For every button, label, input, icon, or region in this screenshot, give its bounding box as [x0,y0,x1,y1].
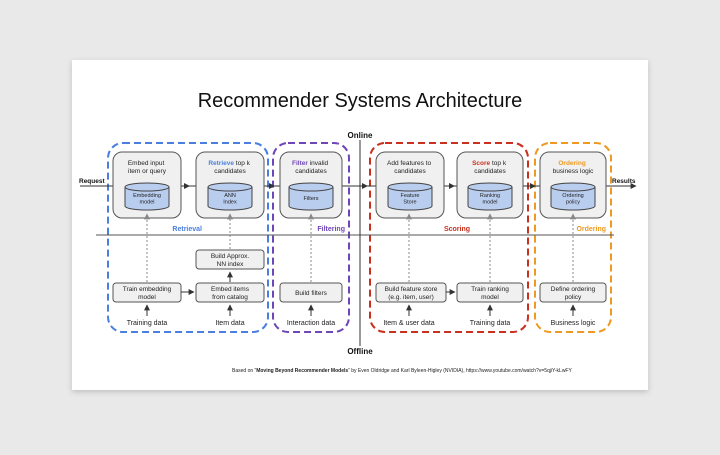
filtering-stage-frame [272,142,350,333]
flow-arrowhead [362,183,368,189]
add-features-text: Add features to candidates [387,160,433,175]
flow-arrowhead [449,183,455,189]
deploy-arrows [144,213,576,282]
retrieval-stage-label: Retrieval [172,226,202,233]
results-label: Results [612,178,636,185]
online-label: Online [348,131,373,140]
train-ranking-box [456,282,524,303]
train-embedding-text: Train embedding [123,286,172,293]
request-label: Request [79,178,105,185]
ordering-stage-label: Ordering [576,226,606,233]
item-user-data-label: Item & user data [383,320,434,327]
define-ordering-text: Define ordering [551,286,596,293]
flow-arrowhead [184,183,190,189]
build-ann-box [195,249,265,270]
build-ann-text: Build Approx. [211,253,249,260]
embed-items-box [195,282,265,303]
data-arrows [144,271,576,316]
train-ranking-text: Train ranking [471,286,509,293]
embed-items-text: Embed items [211,286,250,293]
retrieval-stage-frame [107,142,269,333]
footer-citation: Based on “Moving Beyond Recommender Mode… [232,368,572,374]
item-data-label: Item data [215,320,244,327]
svg-text:Build Approx.NN index: Build Approx.NN index [211,253,249,268]
flow-arrowhead [269,183,275,189]
retrieve-step-text: Retrieve top k candidates [208,160,251,175]
training-data-label: Training data [127,320,168,327]
offline-label: Offline [347,347,373,356]
business-logic-label: Business logic [551,320,596,327]
ordering-step-text: Ordering business logic [553,160,595,175]
filters-db-icon: Filters [288,182,334,211]
ordering-stage-frame [534,142,612,333]
define-ordering-box [539,282,607,303]
svg-text:Build feature store(e.g. item,: Build feature store(e.g. item, user) [385,286,438,301]
scoring-training-data-label: Training data [470,320,511,327]
embed-step-text: Embed input item or query [128,160,167,175]
scoring-stage-frame [369,142,529,333]
build-filters-text: Build filters [295,290,328,297]
diagram-title: Recommender Systems Architecture [198,90,523,112]
filter-step-text: Filter invalid candidates [292,160,330,175]
score-step-text: Score top k candidates [472,160,508,175]
scoring-stage-label: Scoring [444,226,470,233]
interaction-data-label: Interaction data [287,320,335,327]
filtering-stage-label: Filtering [317,226,345,233]
flow-arrowhead [530,183,536,189]
build-feature-store-text: Build feature store [385,286,438,293]
build-filters-box [279,282,343,303]
svg-text:Filters: Filters [304,196,319,202]
